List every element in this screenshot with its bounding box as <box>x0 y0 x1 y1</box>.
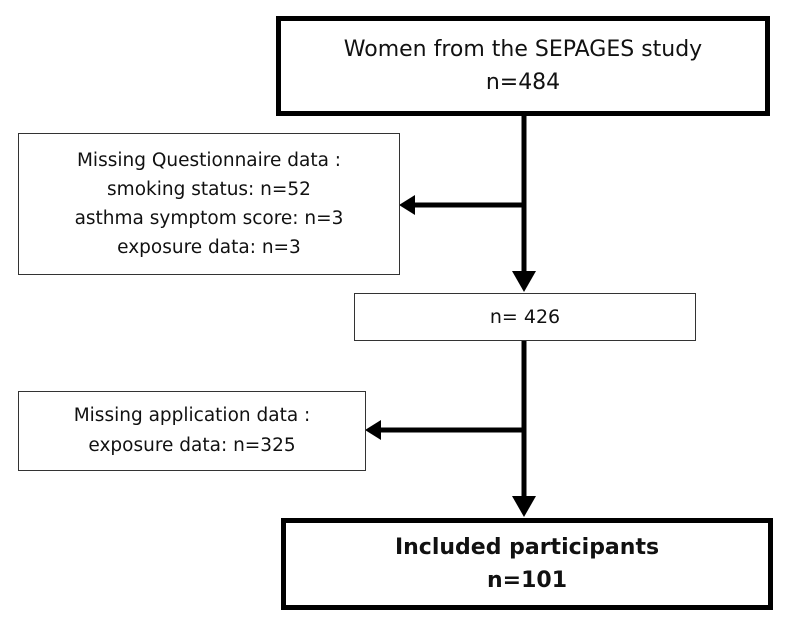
arrow-left-to-questionnaire <box>399 195 415 215</box>
arrow-down-to-middle <box>512 271 536 292</box>
remaining-count: n= 426 <box>489 306 561 328</box>
box-included-participants: Included participants n=101 <box>281 518 773 610</box>
questionnaire-asthma: asthma symptom score: n=3 <box>74 208 344 229</box>
included-count: n=101 <box>486 568 568 593</box>
arrow-left-to-application <box>365 420 381 440</box>
arrow-down-to-bottom <box>512 496 536 517</box>
application-heading: Missing application data : <box>73 405 311 426</box>
box-sepages-women: Women from the SEPAGES study n=484 <box>276 16 770 116</box>
included-title: Included participants <box>394 535 660 560</box>
box-sepages-title: Women from the SEPAGES study <box>343 37 703 62</box>
box-remaining-426: n= 426 <box>354 293 696 341</box>
box-missing-questionnaire: Missing Questionnaire data : smoking sta… <box>18 133 400 275</box>
box-missing-application: Missing application data : exposure data… <box>18 391 366 471</box>
box-sepages-count: n=484 <box>485 70 561 95</box>
application-exposure: exposure data: n=325 <box>88 435 296 456</box>
questionnaire-smoking: smoking status: n=52 <box>107 179 311 200</box>
questionnaire-heading: Missing Questionnaire data : <box>76 150 342 171</box>
questionnaire-exposure: exposure data: n=3 <box>117 237 301 258</box>
